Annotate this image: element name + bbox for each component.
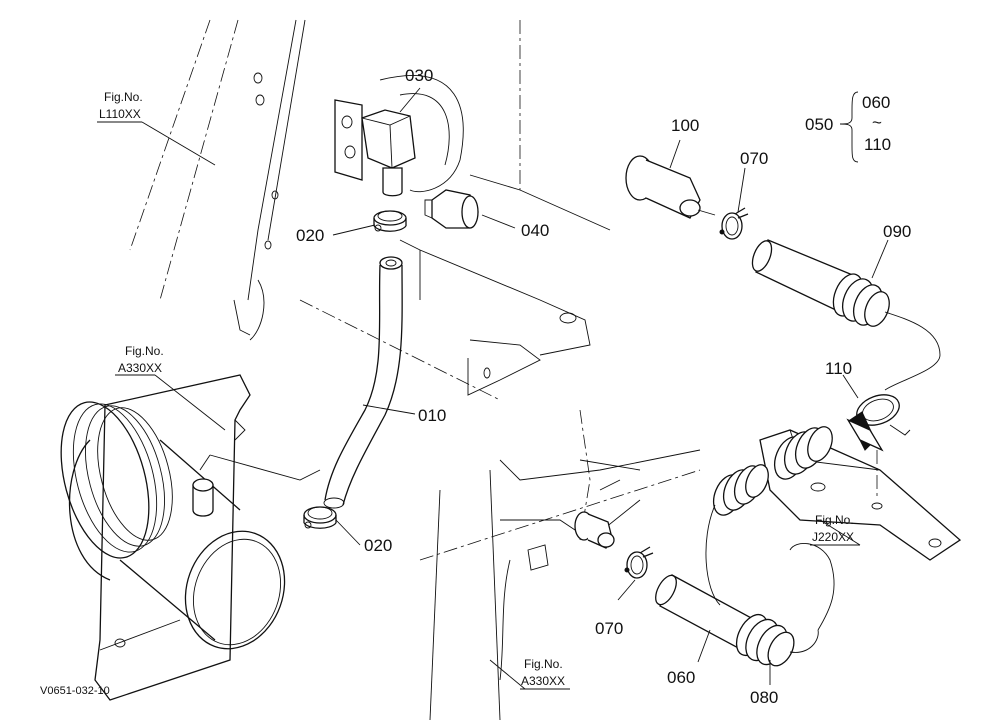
part-040-plug (424, 189, 479, 229)
part-label-100: 100 (671, 116, 699, 135)
part-030-switch (334, 99, 416, 197)
part-020-clamp-top (373, 210, 407, 232)
part-label-030: 030 (405, 66, 433, 85)
frame-outline-left (129, 19, 306, 341)
group-range-end: 110 (864, 135, 891, 154)
part-label-080: 080 (750, 688, 778, 707)
part-label-070-top: 070 (740, 149, 768, 168)
part-label-010: 010 (418, 406, 446, 425)
leader-lines (97, 87, 889, 690)
part-090-tube (751, 239, 941, 391)
fig-ref-j220-label: Fig.No. (815, 513, 854, 527)
canister-assembly (60, 374, 321, 701)
part-label-040: 040 (521, 221, 549, 240)
part-080-boot (735, 613, 819, 667)
drawing-code: V0651-032-10 (40, 685, 110, 697)
group-bracket-050 (839, 91, 859, 163)
fig-ref-a330-bottom-code: A330XX (521, 674, 565, 688)
fig-ref-a330-bottom-label: Fig.No. (524, 657, 563, 671)
part-070-clamp-bottom (624, 546, 654, 579)
part-label-110: 110 (825, 359, 852, 378)
part-label-060: 060 (667, 668, 695, 687)
group-range-tilde: ~ (872, 113, 882, 132)
group-range-start: 060 (862, 93, 890, 112)
part-label-090: 090 (883, 222, 911, 241)
group-label-050: 050 (805, 115, 833, 134)
part-110-clip (846, 394, 911, 452)
part-100-fitting (625, 155, 716, 219)
part-label-020-bottom: 020 (364, 536, 392, 555)
part-010-hose (323, 256, 403, 509)
part-070-clamp-top (719, 207, 749, 240)
fig-ref-l110-code: L110XX (99, 107, 141, 121)
part-label-020-top: 020 (296, 226, 324, 245)
fig-ref-l110-label: Fig.No. (104, 90, 143, 104)
boot-090 (832, 273, 890, 327)
part-020-clamp-bottom (303, 506, 337, 529)
fig-ref-j220-code: J220XX (812, 530, 854, 544)
fig-ref-a330-left-label: Fig.No. (125, 344, 164, 358)
part-label-070-bottom: 070 (595, 619, 623, 638)
part-lower-fitting (574, 511, 615, 549)
fig-ref-a330-left-code: A330XX (118, 361, 162, 375)
